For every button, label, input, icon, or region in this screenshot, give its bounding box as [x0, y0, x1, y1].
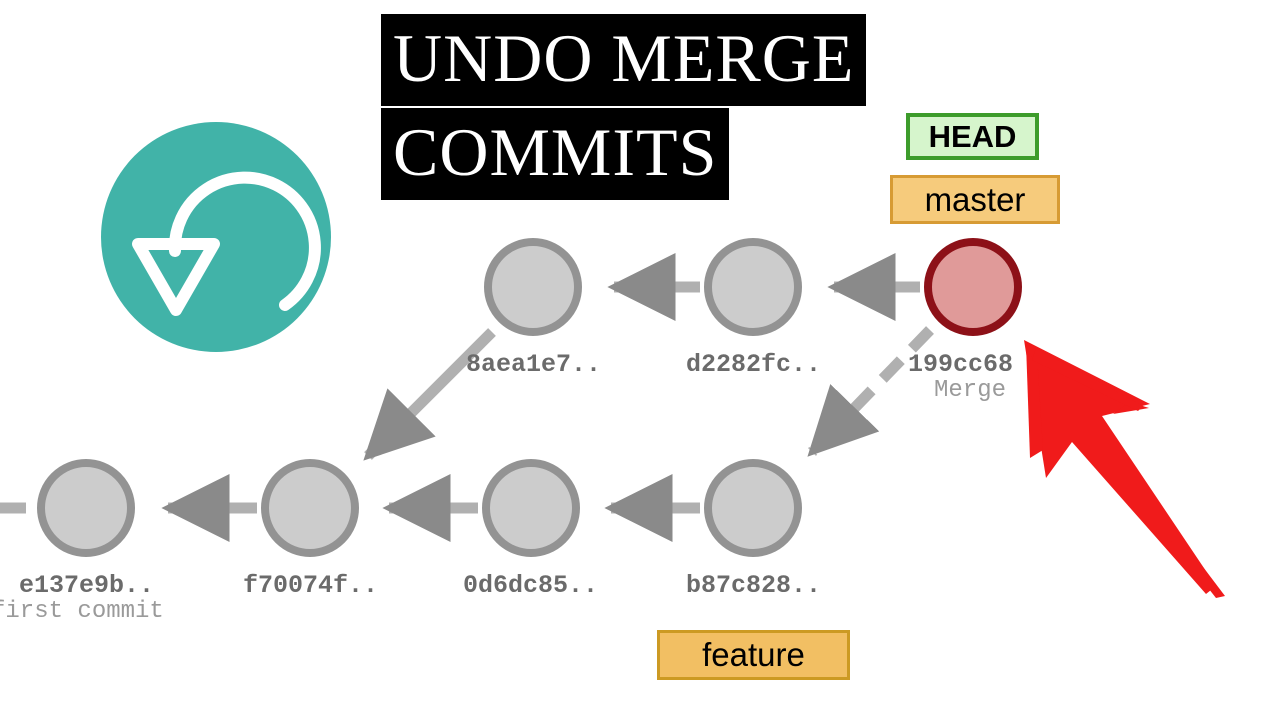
commit-node-8aea1e7[interactable] — [484, 238, 582, 336]
page-title: UNDO MERGE COMMITS — [381, 14, 867, 200]
commit-hash-e137e9b: e137e9b.. — [19, 571, 155, 600]
red-pointer-arrow-icon — [1010, 330, 1245, 615]
undo-arrow-icon — [101, 122, 331, 352]
commit-node-199cc68-merge[interactable] — [924, 238, 1022, 336]
commit-node-d2282fc[interactable] — [704, 238, 802, 336]
commit-hash-b87c828: b87c828.. — [686, 571, 822, 600]
title-line-2: COMMITS — [381, 108, 730, 200]
commit-node-e137e9b[interactable] — [37, 459, 135, 557]
ref-label-master[interactable]: master — [890, 175, 1060, 224]
title-line-1: UNDO MERGE — [381, 14, 867, 106]
commit-hash-199cc68: 199cc68 — [908, 350, 1014, 379]
commit-hash-f70074f: f70074f.. — [243, 571, 379, 600]
commit-node-0d6dc85[interactable] — [482, 459, 580, 557]
ref-label-feature[interactable]: feature — [657, 630, 850, 680]
commit-node-b87c828[interactable] — [704, 459, 802, 557]
commit-node-f70074f[interactable] — [261, 459, 359, 557]
commit-hash-d2282fc: d2282fc.. — [686, 350, 822, 379]
commit-hash-0d6dc85: 0d6dc85.. — [463, 571, 599, 600]
commit-hash-8aea1e7: 8aea1e7.. — [466, 350, 602, 379]
edge-199cc68-to-b87c828 — [807, 326, 934, 457]
commit-subtitle-first-commit: first commit — [0, 598, 164, 625]
ref-label-head[interactable]: HEAD — [906, 113, 1039, 160]
edge-8aea1e7-to-f70074f — [363, 328, 496, 461]
commit-subtitle-merge: Merge — [934, 377, 1007, 404]
